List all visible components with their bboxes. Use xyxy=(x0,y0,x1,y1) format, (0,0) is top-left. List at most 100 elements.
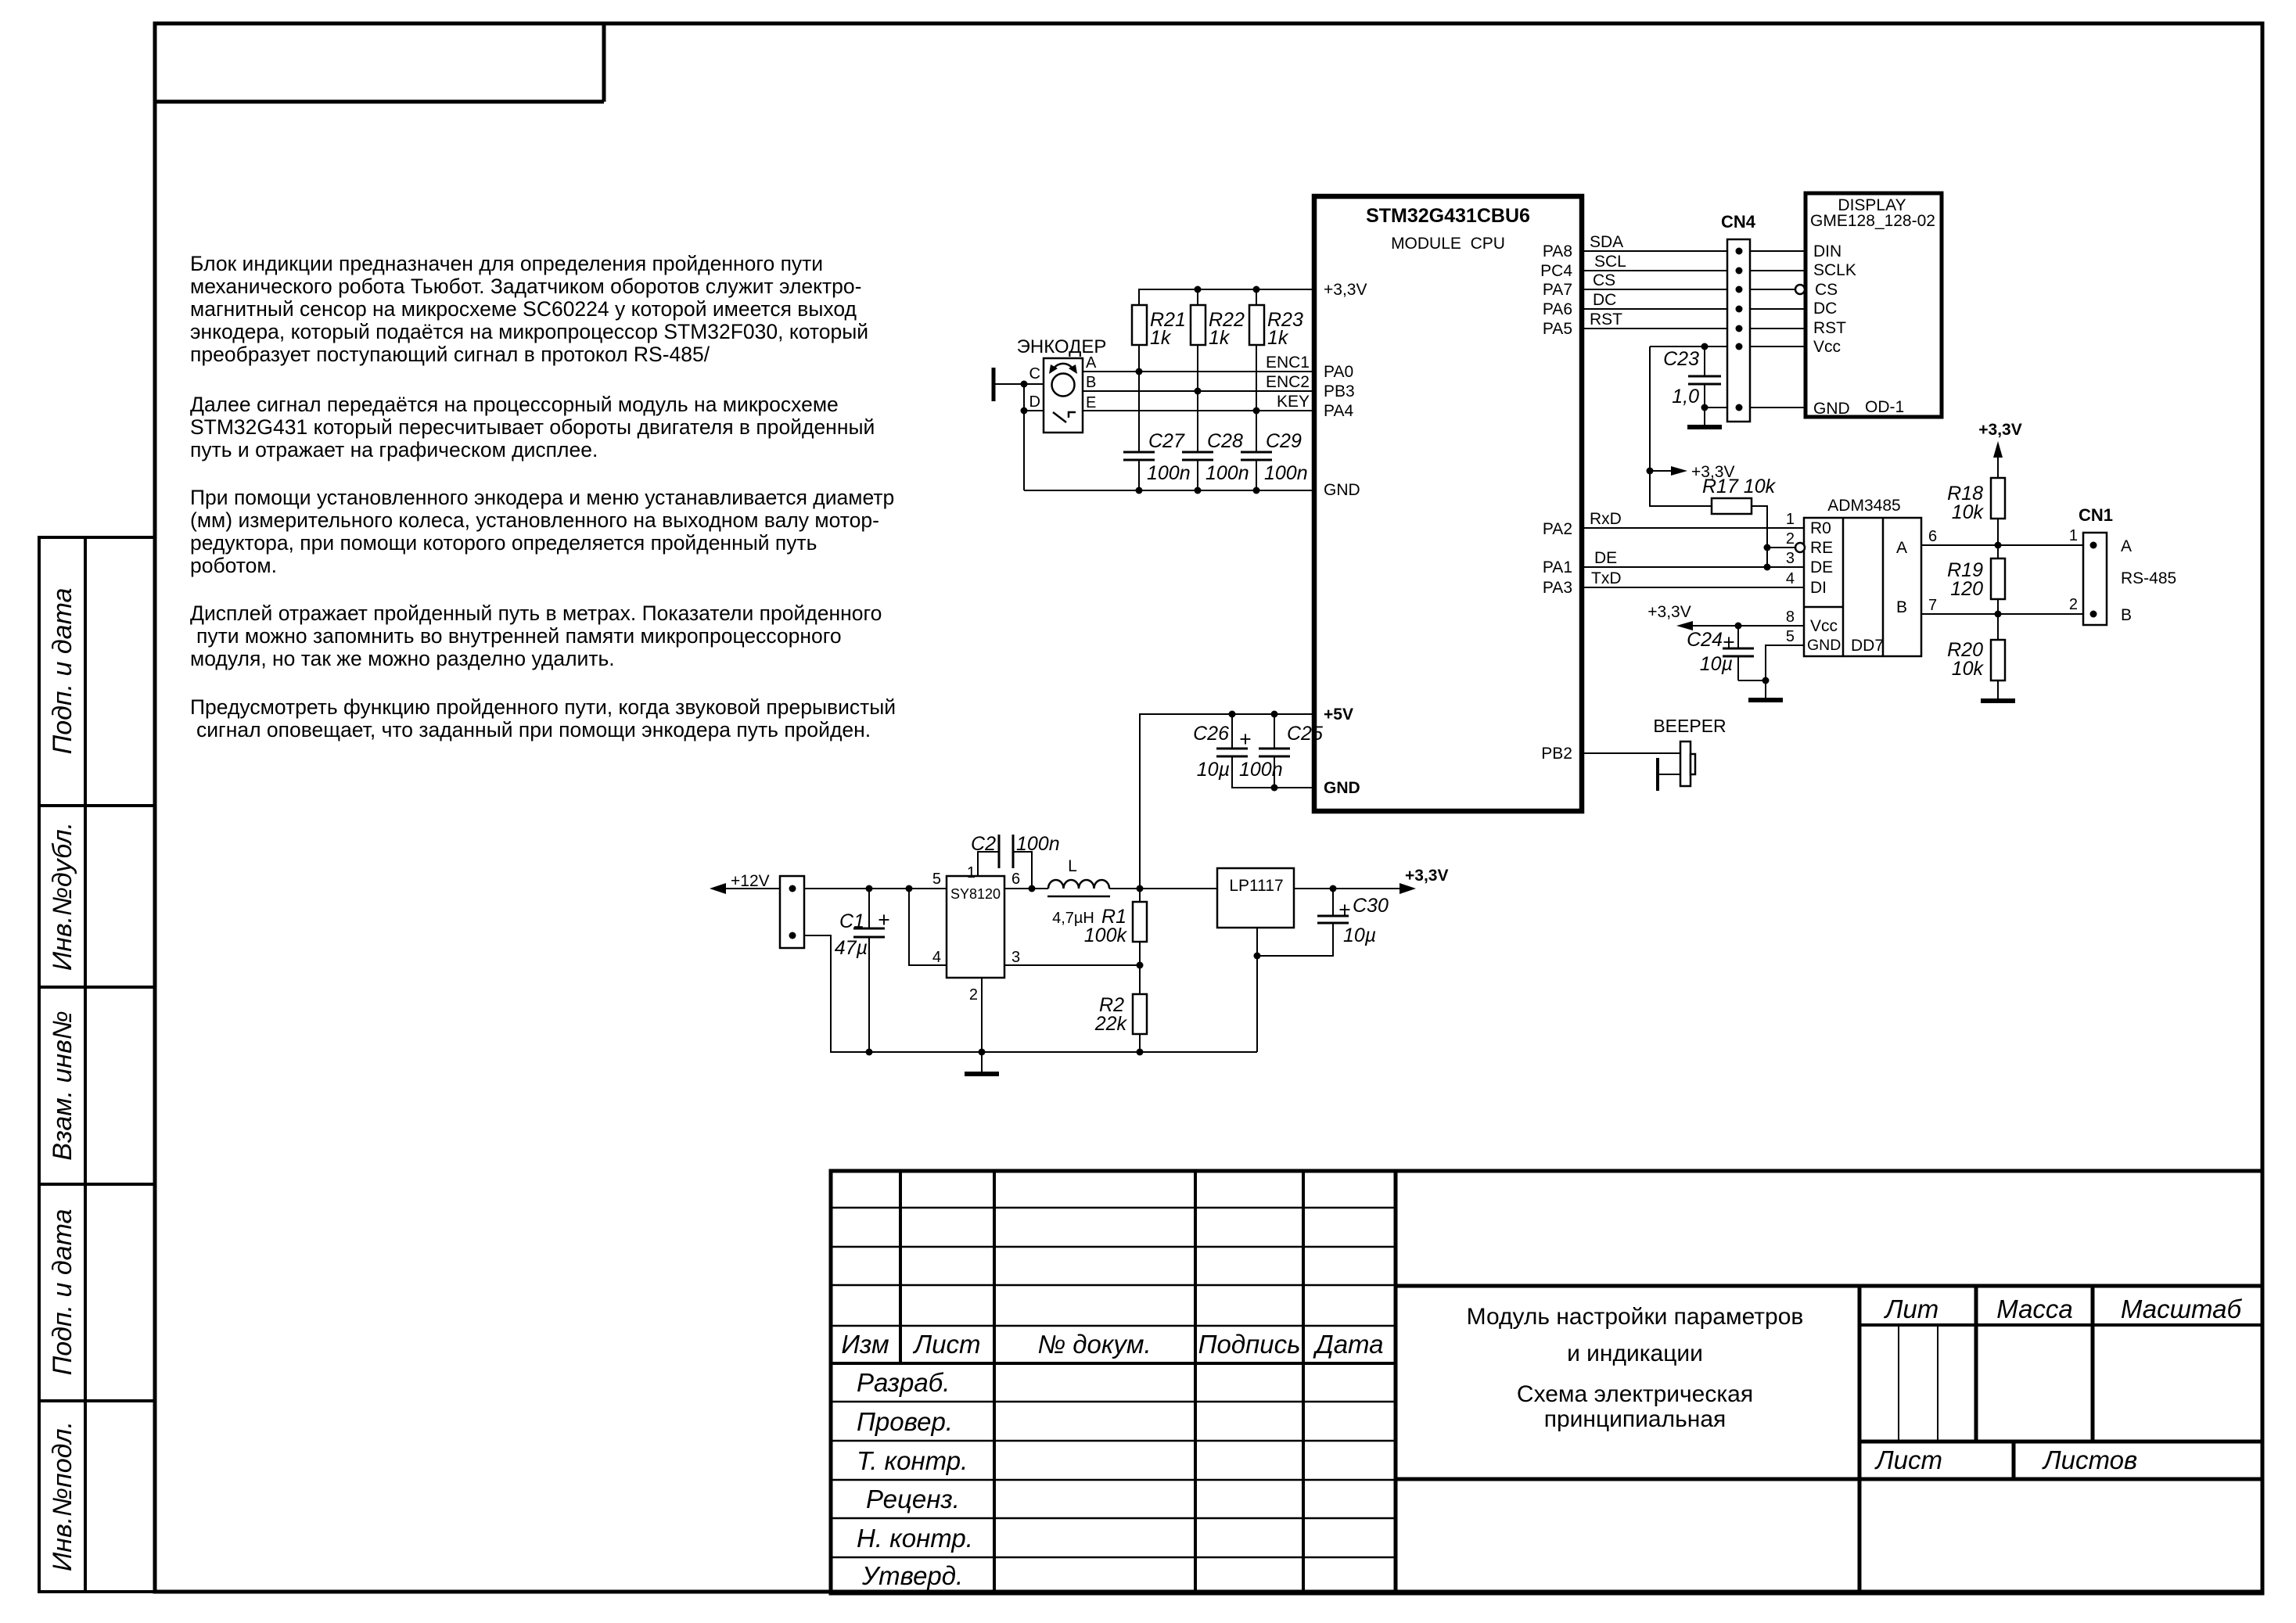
svg-text:1: 1 xyxy=(2069,527,2078,544)
svg-text:Подпись: Подпись xyxy=(1198,1330,1301,1359)
svg-text:STM32G431 который пересчитывае: STM32G431 который пересчитывает обороты … xyxy=(190,415,875,439)
svg-text:Лист: Лист xyxy=(913,1330,981,1359)
svg-text:CS: CS xyxy=(1815,281,1838,299)
svg-text:22k: 22k xyxy=(1094,1013,1128,1035)
svg-text:R17 10k: R17 10k xyxy=(1702,476,1777,497)
svg-text:5: 5 xyxy=(932,871,941,888)
svg-text:Лит: Лит xyxy=(1884,1294,1938,1323)
svg-text:Предусмотреть функцию пройденн: Предусмотреть функцию пройденного пути, … xyxy=(190,695,896,719)
svg-text:PA1: PA1 xyxy=(1543,558,1572,576)
svg-text:2: 2 xyxy=(2069,596,2078,613)
svg-text:+5V: +5V xyxy=(1324,706,1353,724)
svg-text:DIN: DIN xyxy=(1813,242,1841,260)
svg-text:4,7µH: 4,7µH xyxy=(1052,910,1094,927)
svg-text:SDA: SDA xyxy=(1590,233,1623,251)
svg-text:CS: CS xyxy=(1593,271,1615,289)
svg-text:C27: C27 xyxy=(1148,430,1185,452)
svg-text:10µ: 10µ xyxy=(1197,759,1230,781)
svg-text:PC4: PC4 xyxy=(1540,262,1572,280)
svg-text:5: 5 xyxy=(1786,628,1795,645)
svg-text:DE: DE xyxy=(1810,558,1833,576)
svg-text:энкодера, который подаётся на: энкодера, который подаётся на микропроце… xyxy=(190,320,868,343)
svg-text:Разраб.: Разраб. xyxy=(857,1368,950,1397)
svg-text:L: L xyxy=(1068,857,1077,875)
svg-text:TxD: TxD xyxy=(1591,569,1622,587)
svg-text:RST: RST xyxy=(1813,319,1846,337)
svg-text:C30: C30 xyxy=(1353,895,1389,917)
svg-text:+3,3V: +3,3V xyxy=(1978,421,2021,439)
svg-text:LP1117: LP1117 xyxy=(1229,877,1283,895)
svg-text:CN1: CN1 xyxy=(2079,505,2113,525)
svg-text:сигнал оповещает, что заданный: сигнал оповещает, что заданный при помощ… xyxy=(196,718,871,741)
svg-text:1k: 1k xyxy=(1150,327,1172,349)
svg-text:ENC1: ENC1 xyxy=(1266,354,1310,372)
svg-text:Листов: Листов xyxy=(2042,1445,2137,1474)
svg-text:1: 1 xyxy=(967,864,976,882)
svg-text:B: B xyxy=(2121,606,2132,624)
svg-text:Масса: Масса xyxy=(1996,1294,2073,1323)
svg-text:PB3: PB3 xyxy=(1324,382,1355,400)
svg-text:Т. контр.: Т. контр. xyxy=(857,1446,968,1475)
svg-text:магнитный сенсор на микросхеме: магнитный сенсор на микросхеме SC60224 у… xyxy=(190,297,857,321)
svg-text:Дата: Дата xyxy=(1312,1330,1383,1359)
svg-text:№ докум.: № докум. xyxy=(1037,1330,1151,1359)
svg-text:+: + xyxy=(878,908,889,932)
svg-text:+3,3V: +3,3V xyxy=(1691,463,1734,481)
svg-text:DD7: DD7 xyxy=(1851,637,1884,655)
svg-text:C24: C24 xyxy=(1687,629,1723,651)
svg-text:6: 6 xyxy=(1011,871,1020,888)
svg-text:Далее сигнал передаётся на про: Далее сигнал передаётся на процессорный … xyxy=(190,393,839,416)
svg-text:модуля, но так же можно раздел: модуля, но так же можно разделно удалить… xyxy=(190,647,615,670)
svg-text:и индикации: и индикации xyxy=(1567,1341,1703,1366)
svg-text:C2: C2 xyxy=(971,833,996,855)
svg-text:A: A xyxy=(1896,539,1907,557)
svg-text:Дисплей отражает пройденный пу: Дисплей отражает пройденный путь в метра… xyxy=(190,601,882,625)
svg-text:10µ: 10µ xyxy=(1700,653,1733,675)
svg-text:7: 7 xyxy=(1928,597,1937,614)
svg-text:DISPLAY: DISPLAY xyxy=(1838,196,1906,214)
svg-text:принципиальная: принципиальная xyxy=(1544,1406,1726,1432)
svg-text:C: C xyxy=(1029,365,1040,382)
svg-text:+: + xyxy=(1723,630,1734,654)
svg-text:Подп. и дата: Подп. и дата xyxy=(48,1209,77,1376)
svg-text:путь и отражает на графическом: путь и отражает на графическом дисплее. xyxy=(190,438,598,461)
svg-text:преобразует поступающий сигнал: преобразует поступающий сигнал в протоко… xyxy=(190,343,710,366)
svg-text:R0: R0 xyxy=(1810,519,1831,537)
svg-text:E: E xyxy=(1086,394,1096,411)
svg-text:Модуль настройки параметров: Модуль настройки параметров xyxy=(1467,1304,1804,1330)
svg-text:Масштаб: Масштаб xyxy=(2121,1294,2243,1323)
svg-text:Реценз.: Реценз. xyxy=(866,1485,960,1513)
svg-text:R22: R22 xyxy=(1209,309,1245,331)
svg-text:C26: C26 xyxy=(1193,723,1229,745)
svg-text:47µ: 47µ xyxy=(835,937,868,959)
svg-text:C1: C1 xyxy=(839,910,864,932)
svg-text:C25: C25 xyxy=(1287,723,1323,745)
svg-text:(мм) измерительного колеса, ус: (мм) измерительного колеса, установленно… xyxy=(190,508,879,532)
svg-text:+3,3V: +3,3V xyxy=(1647,603,1691,621)
svg-text:DI: DI xyxy=(1810,579,1827,597)
svg-text:OD-1: OD-1 xyxy=(1865,398,1904,416)
svg-text:редуктора, при помощи которого: редуктора, при помощи которого определяе… xyxy=(190,531,817,555)
svg-text:Vcc: Vcc xyxy=(1810,617,1838,635)
svg-text:PA2: PA2 xyxy=(1543,520,1572,538)
svg-text:Подп. и дата: Подп. и дата xyxy=(48,588,77,755)
svg-text:пути можно запомнить во внутре: пути можно запомнить во внутренней памят… xyxy=(196,624,842,648)
svg-text:100n: 100n xyxy=(1239,759,1283,781)
svg-text:120: 120 xyxy=(1950,578,1983,600)
svg-text:C23: C23 xyxy=(1663,348,1699,370)
svg-text:+3,3V: +3,3V xyxy=(1324,281,1367,299)
svg-text:Блок индикции предназначен для: Блок индикции предназначен для определен… xyxy=(190,252,823,275)
svg-text:8: 8 xyxy=(1786,609,1795,626)
svg-text:BEEPER: BEEPER xyxy=(1653,716,1726,736)
svg-text:3: 3 xyxy=(1011,949,1020,966)
svg-text:R20: R20 xyxy=(1947,639,1983,661)
svg-text:Инв.№подл.: Инв.№подл. xyxy=(48,1421,77,1571)
svg-text:PA8: PA8 xyxy=(1543,242,1572,260)
svg-text:1: 1 xyxy=(1786,511,1795,528)
svg-text:A: A xyxy=(1086,354,1097,372)
svg-text:10k: 10k xyxy=(1952,501,1985,523)
svg-text:Изм: Изм xyxy=(841,1330,889,1359)
svg-text:100n: 100n xyxy=(1264,462,1308,484)
svg-text:R1: R1 xyxy=(1101,906,1126,928)
svg-text:GND: GND xyxy=(1324,779,1360,797)
